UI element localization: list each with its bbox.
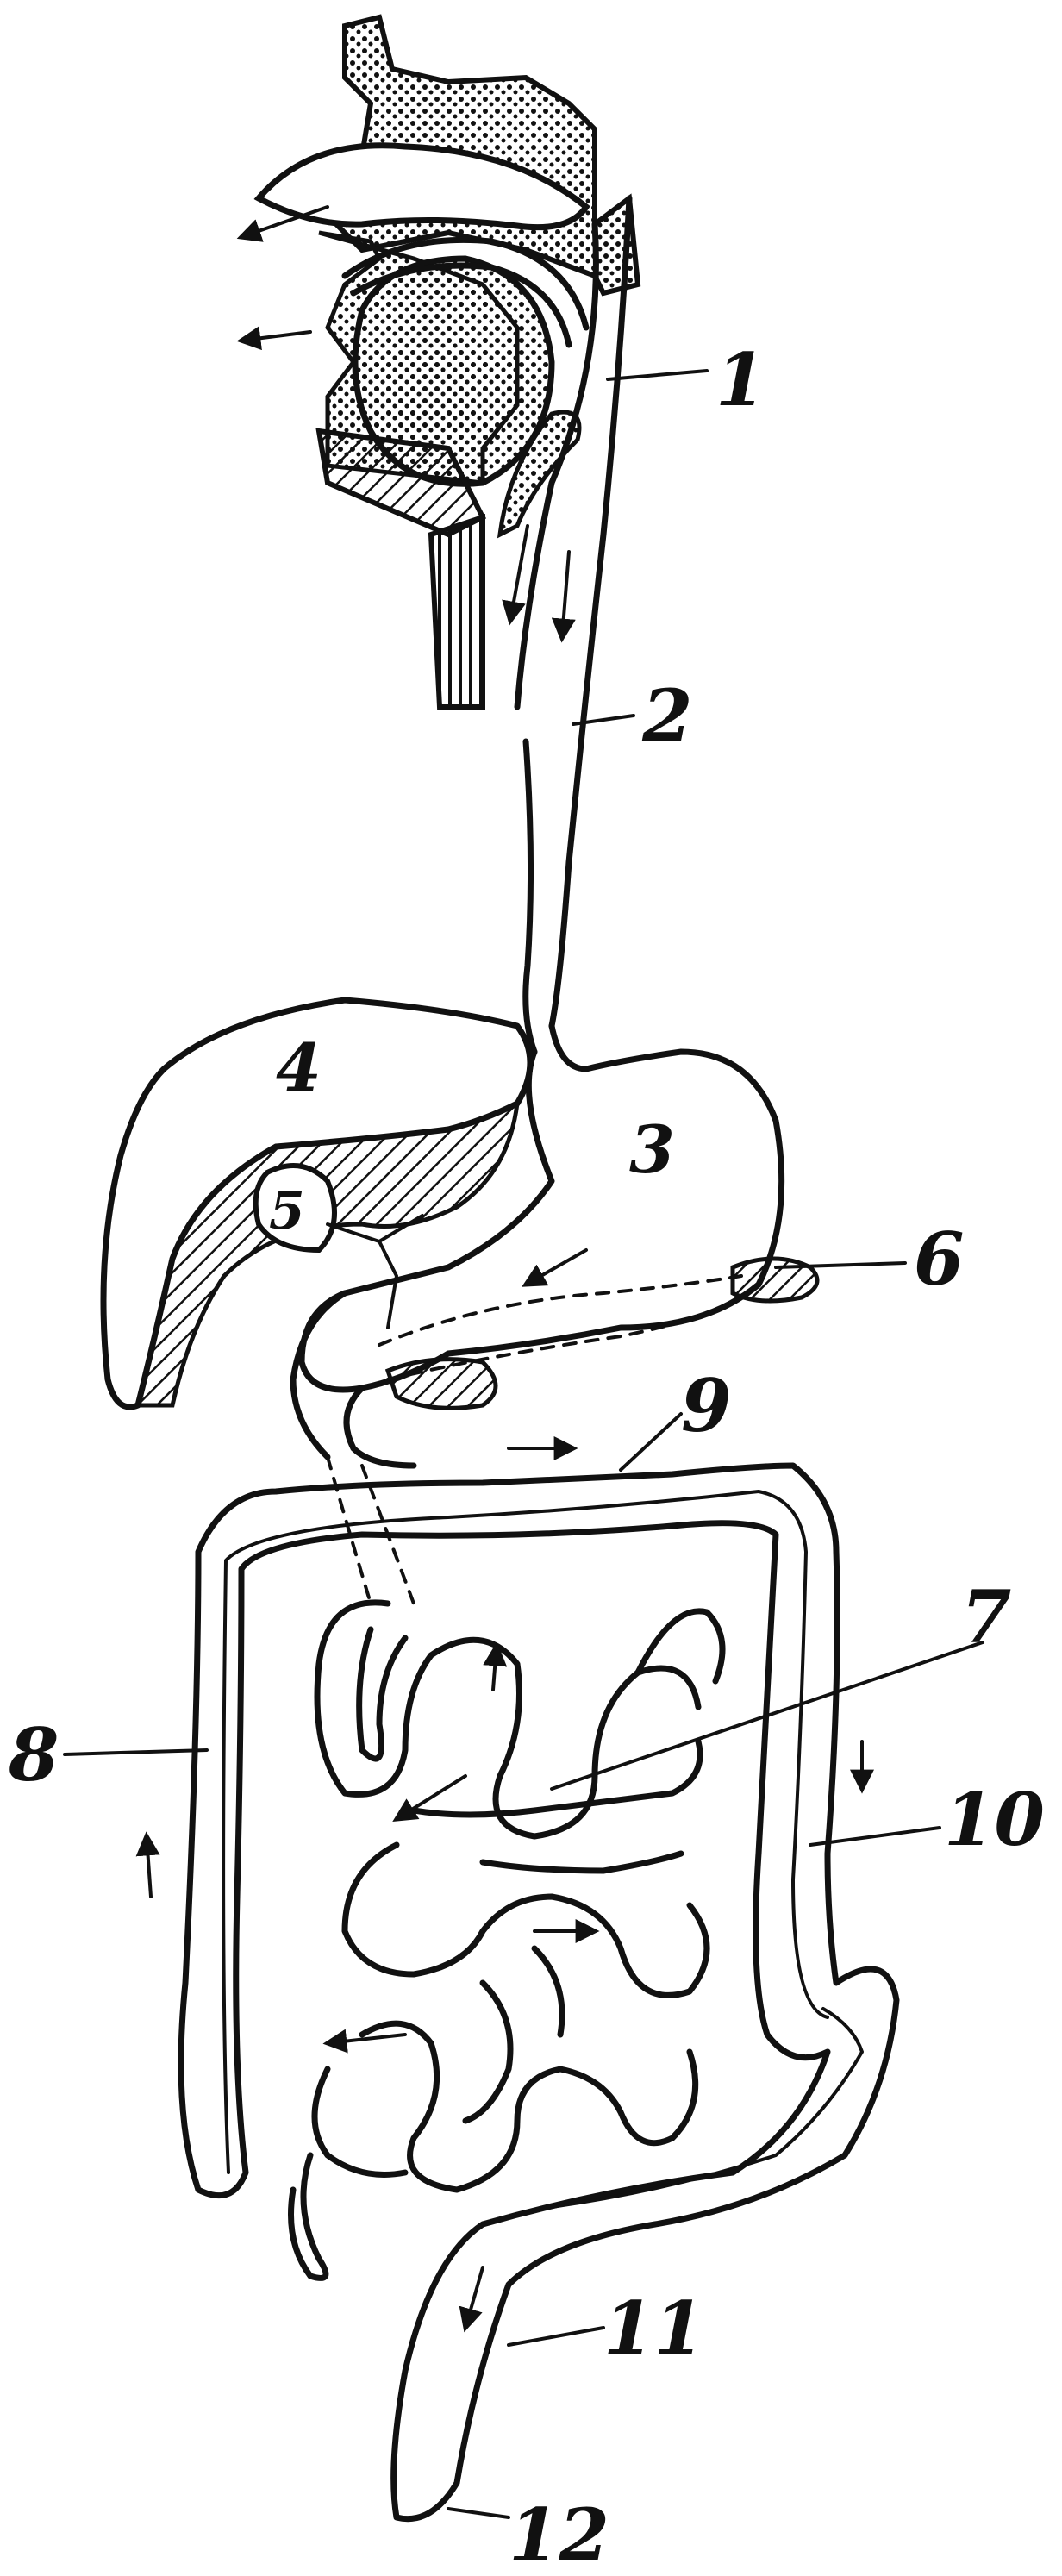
label-5-gallbladder: 5 [269, 1181, 305, 1241]
arrow-mouth [241, 332, 310, 341]
larynx-rings [431, 517, 483, 707]
arrow-stomach [526, 1250, 586, 1285]
esophagus-left-wall [526, 741, 534, 1052]
label-4-liver: 4 [276, 1029, 322, 1106]
label-11-rectum: 11 [603, 2285, 704, 2371]
label-10-descending-colon: 10 [944, 1777, 1045, 1862]
label-7-small-intestine: 7 [961, 1574, 1011, 1660]
pancreatic-duct [379, 1276, 741, 1345]
duodenum-dash-link [328, 1457, 371, 1604]
arrow-throat-a [510, 526, 528, 621]
label-9-transverse-colon: 9 [681, 1363, 731, 1448]
small-intestine [315, 1603, 722, 2190]
arrow-rectum [465, 2267, 483, 2328]
arrow-ascending-colon [147, 1836, 151, 1897]
label-1-pharynx: 1 [715, 337, 765, 422]
head-section [241, 17, 638, 707]
label-12-anus: 12 [509, 2492, 609, 2576]
colon-inner-line-2 [552, 2009, 862, 2207]
label-3-stomach: 3 [629, 1111, 675, 1188]
appendix [291, 2155, 327, 2279]
colon-outer [181, 1466, 896, 2519]
label-8-ascending-colon: 8 [8, 1712, 59, 1798]
bile-duct [328, 1216, 422, 1328]
arrow-ileum-left [328, 2035, 405, 2043]
leader-lines [65, 371, 983, 2517]
label-2-esophagus: 2 [641, 673, 692, 759]
label-6-pancreas: 6 [914, 1216, 964, 1302]
arrow-throat-b [562, 552, 569, 638]
arrow-intestine-up [493, 1647, 497, 1690]
